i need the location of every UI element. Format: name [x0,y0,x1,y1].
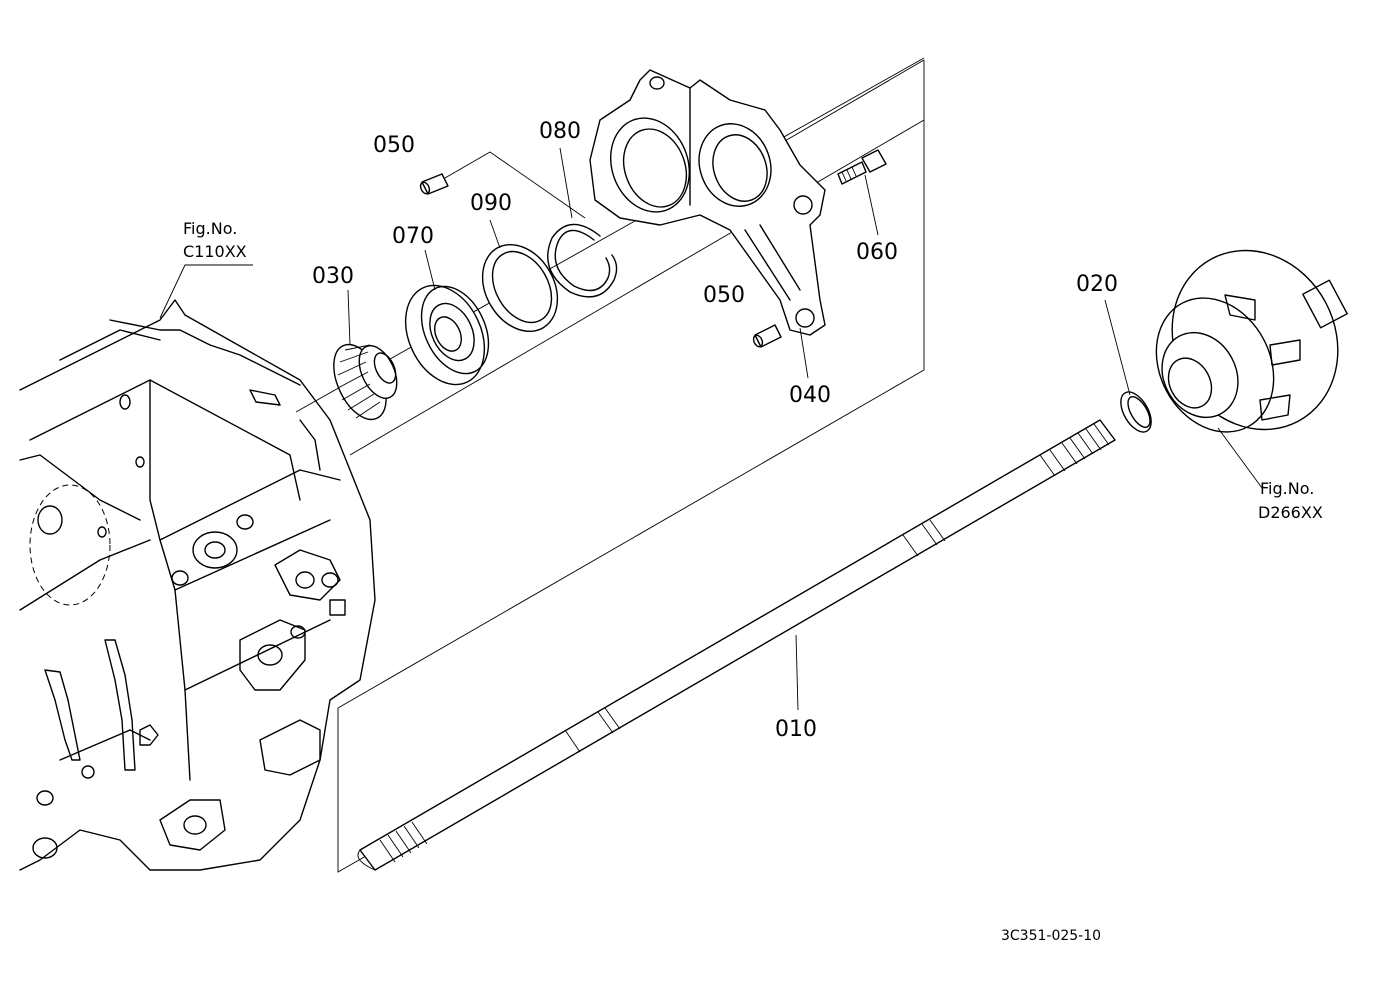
fig-ref-left-line2: C110XX [183,242,247,261]
part-labels: 010 020 030 040 050 050 060 070 080 090 [312,119,1118,742]
pin-drawing-lower [752,324,782,348]
part-label-040: 040 [789,383,831,408]
pin-drawing-upper [419,173,449,195]
drawing-code: 3C351-025-10 [1001,928,1101,944]
part-label-050-lower: 050 [703,283,745,308]
bearing-drawing [404,284,490,386]
fig-ref-left-line1: Fig.No. [183,219,237,238]
bearing-housing-drawing [589,69,826,336]
differential-drawing [1155,249,1348,433]
shim-drawing [481,243,559,333]
part-label-030: 030 [312,264,354,289]
transmission-case-drawing [19,299,376,871]
figure-reference-right: Fig.No. D266XX [1258,479,1323,522]
fig-ref-right-line2: D266XX [1258,503,1323,522]
part-label-010: 010 [775,717,817,742]
fig-ref-right-line1: Fig.No. [1260,479,1314,498]
part-label-090: 090 [470,191,512,216]
snap-ring-drawing [1120,391,1152,433]
main-shaft-drawing [357,419,1116,871]
part-label-070: 070 [392,224,434,249]
part-label-020: 020 [1076,272,1118,297]
bolt-drawing [837,149,887,185]
figure-reference-left: Fig.No. C110XX [183,219,247,261]
part-label-080: 080 [539,119,581,144]
part-label-060: 060 [856,240,898,265]
part-label-050-upper: 050 [373,133,415,158]
circlip-drawing [547,223,618,298]
bevel-gear-drawing [333,343,398,421]
leader-lines [159,147,1263,711]
